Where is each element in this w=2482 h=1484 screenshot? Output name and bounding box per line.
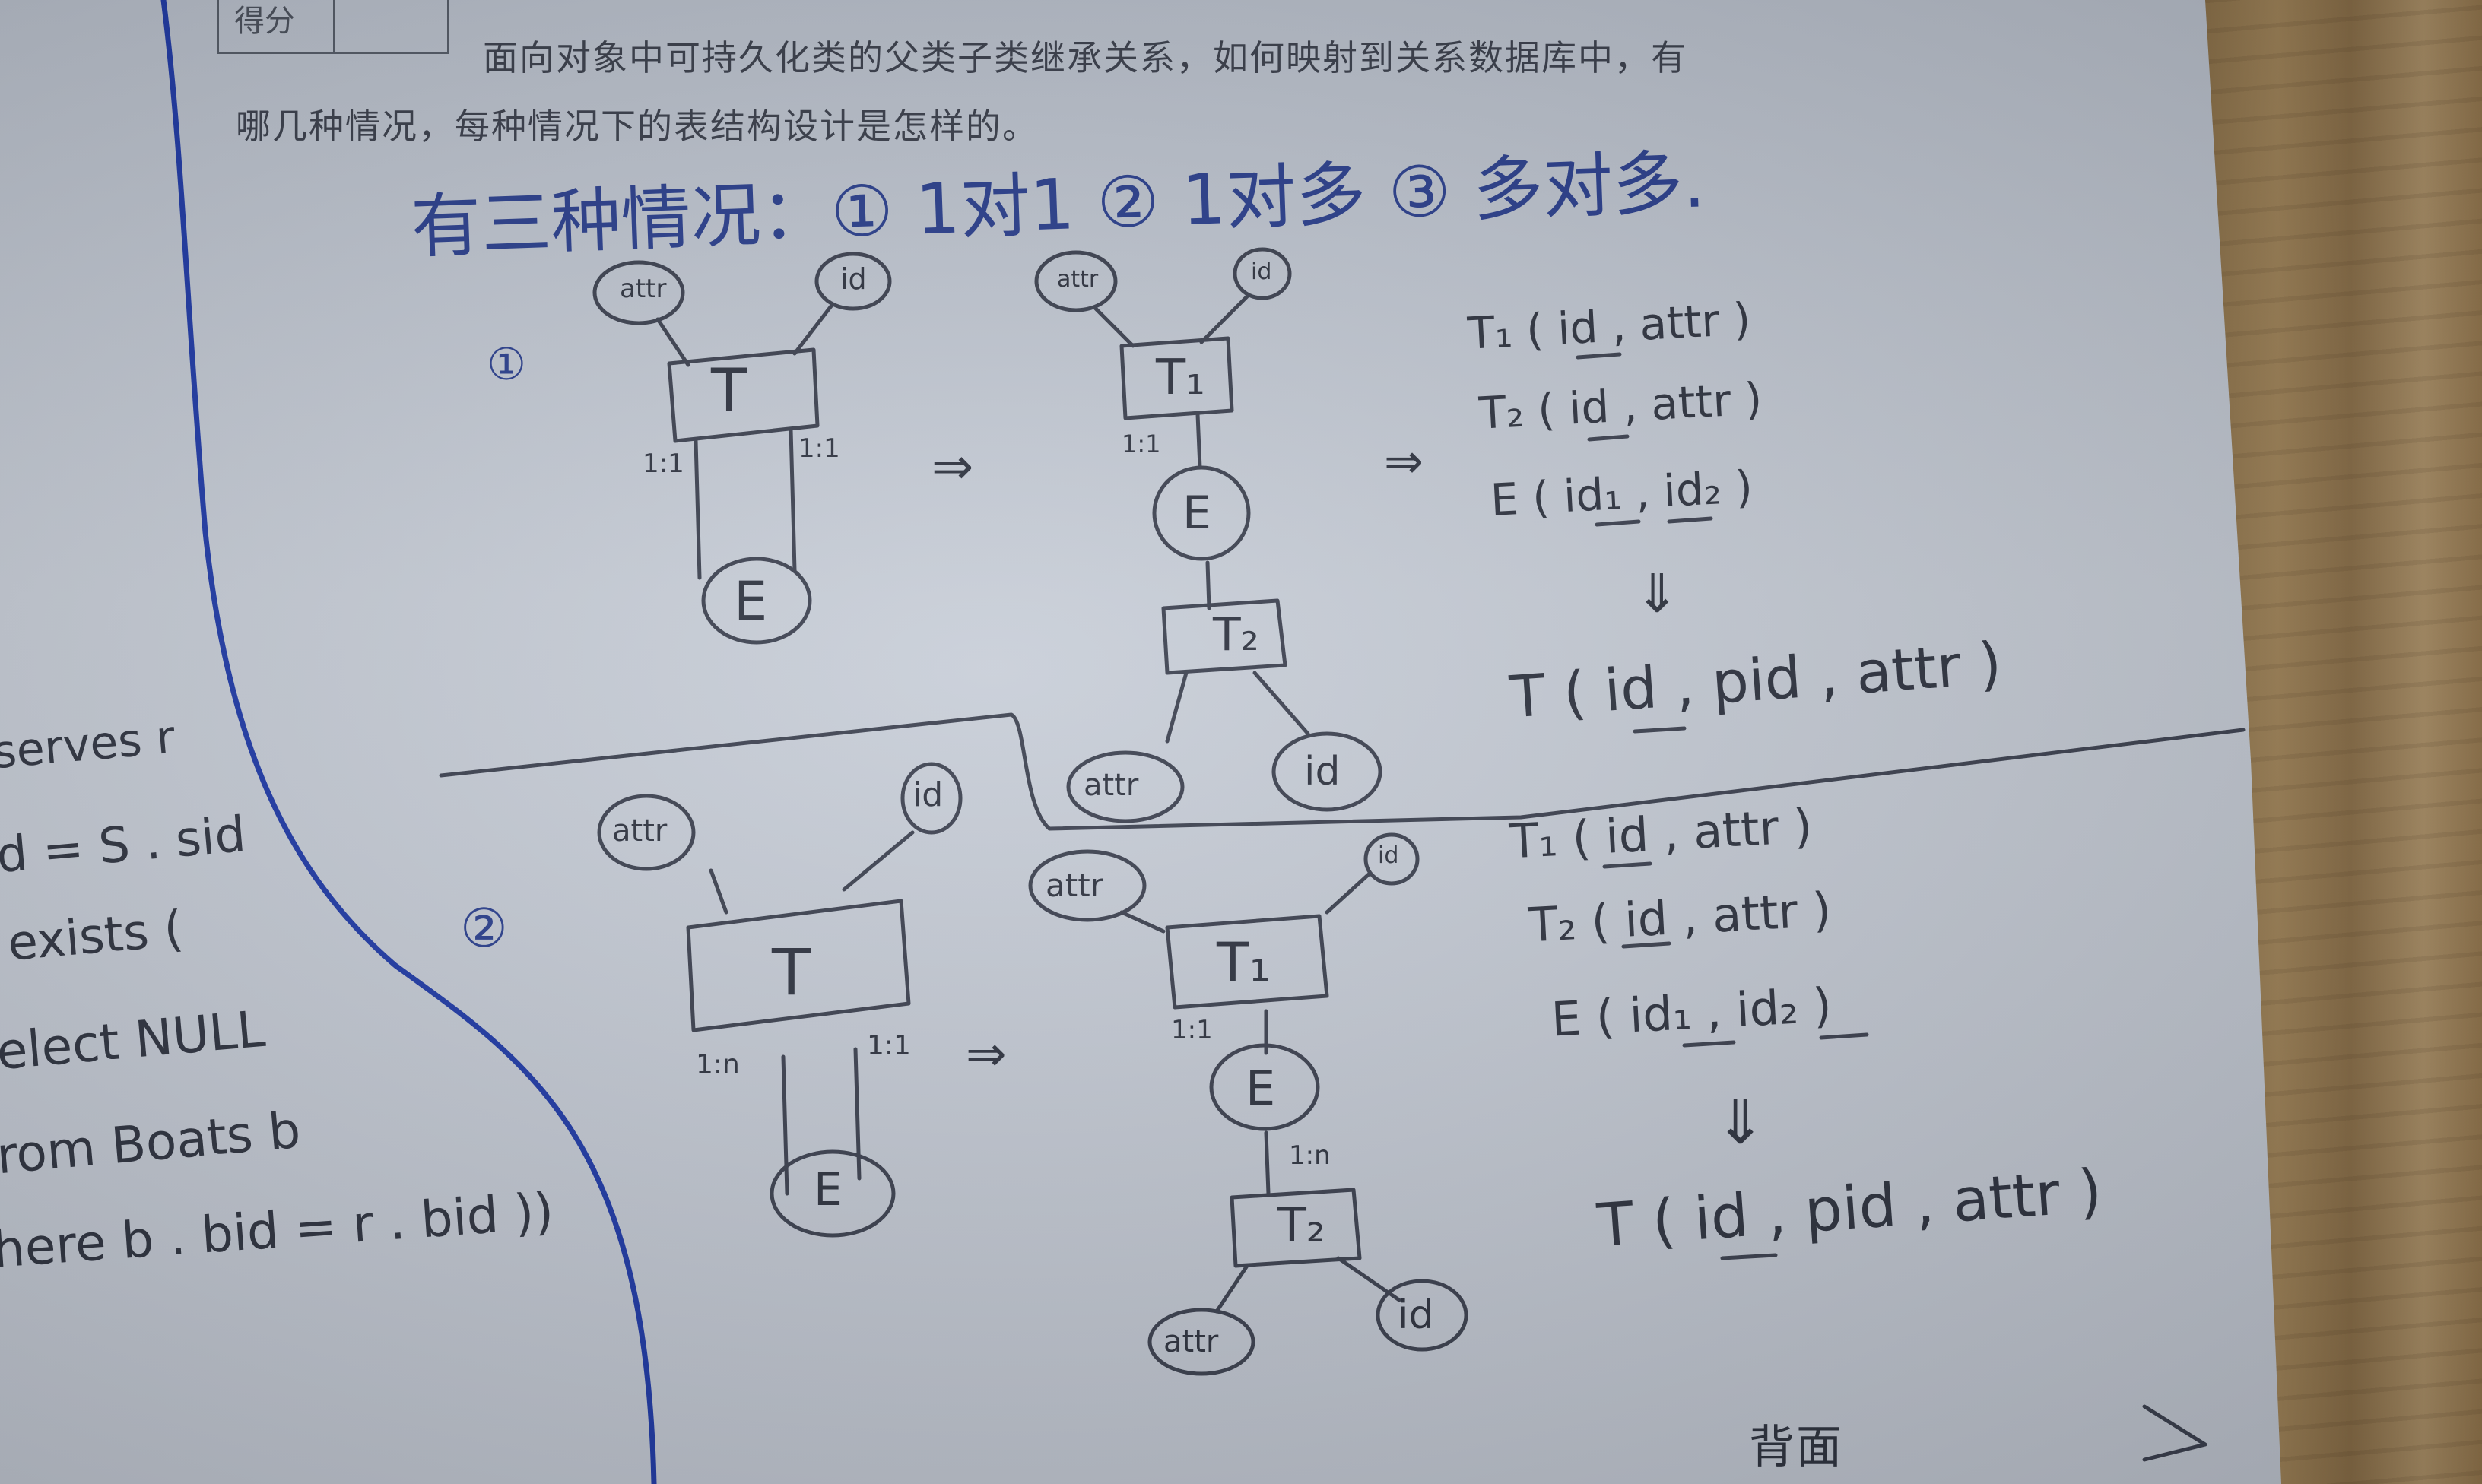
attr-node-1b xyxy=(1034,250,1118,312)
attr-node-1c xyxy=(1066,750,1185,823)
id-node-1c xyxy=(1271,731,1382,812)
cardinality-mid-2: 1:1 xyxy=(1171,1015,1213,1045)
cardinality-right-1: 1:1 xyxy=(798,433,840,464)
underline-merged-id xyxy=(1633,726,1687,734)
cardinality-right-2: 1:1 xyxy=(867,1030,911,1061)
attr-label-2c: attr xyxy=(1163,1324,1219,1359)
T1-label-2: T₁ xyxy=(1217,931,1271,994)
cardinality-left-1: 1:1 xyxy=(643,449,684,479)
id-label-2c: id xyxy=(1398,1292,1434,1338)
score-label: 得分 xyxy=(234,4,295,39)
underline-e-id2-2 xyxy=(1819,1032,1869,1040)
E-node-2b xyxy=(1209,1043,1320,1131)
E-label-2b: E xyxy=(1246,1061,1276,1116)
arrow-1b: ⇒ xyxy=(1384,433,1424,489)
question-line-1: 面向对象中可持久化类的父类子类继承关系，如何映射到关系数据库中，有 xyxy=(483,37,1687,78)
attr-label-1: attr xyxy=(620,274,667,304)
id-label-1: id xyxy=(840,262,867,296)
E-node-1b xyxy=(1152,465,1251,561)
id-node-1b xyxy=(1233,247,1292,300)
T2-box-1 xyxy=(1161,598,1287,675)
E-node-2 xyxy=(770,1149,896,1238)
cardinality-low-2: 1:n xyxy=(1289,1140,1331,1171)
E-label-1: E xyxy=(734,570,768,633)
entity-T-label-2: T xyxy=(772,935,811,1010)
attr-node-2c xyxy=(1147,1308,1255,1376)
entity-T-box-2 xyxy=(686,899,911,1032)
blue-margin-line xyxy=(160,0,657,1484)
cardinality-left-2: 1:n xyxy=(696,1049,740,1080)
T1-label-1: T₁ xyxy=(1156,350,1205,406)
underline-e-id1 xyxy=(1595,519,1641,527)
down-arrow-2: ⇓ xyxy=(1715,1087,1766,1158)
underline-t2-id-2 xyxy=(1621,941,1671,949)
id-label-2: id xyxy=(912,775,944,814)
paper-sheet xyxy=(0,0,2281,1484)
attr-node-1 xyxy=(592,260,685,325)
id-label-1c: id xyxy=(1304,749,1341,794)
underline-e-id1-2 xyxy=(1682,1040,1736,1048)
case-2-marker: ② xyxy=(460,897,508,959)
section-divider xyxy=(439,712,2246,831)
question-line-2: 哪几种情况，每种情况下的表结构设计是怎样的。 xyxy=(236,106,1039,147)
T2-label-1: T₂ xyxy=(1213,608,1259,661)
attr-label-1b: attr xyxy=(1057,266,1099,293)
entity-T-label-1: T xyxy=(711,357,747,426)
attr-node-2b xyxy=(1028,849,1147,922)
underline-merged-id-2 xyxy=(1720,1253,1778,1260)
T2-box-2 xyxy=(1230,1188,1362,1268)
entity-T-box-1 xyxy=(667,347,820,443)
T2-label-2: T₂ xyxy=(1278,1197,1325,1253)
id-label-2b: id xyxy=(1378,842,1399,869)
footer-arrow-icon xyxy=(2142,1404,2207,1462)
cardinality-mid-1: 1:1 xyxy=(1122,430,1161,458)
E-label-1b: E xyxy=(1182,487,1211,540)
id-node-2c xyxy=(1376,1279,1468,1352)
id-node-2b xyxy=(1363,832,1420,886)
underline-t1-id-2 xyxy=(1602,861,1652,869)
id-node-1 xyxy=(814,252,892,311)
id-node-2 xyxy=(900,762,963,835)
T1-box-2 xyxy=(1165,914,1329,1010)
attr-label-2: attr xyxy=(612,813,668,848)
underline-t2-id xyxy=(1587,434,1630,442)
E-node-1 xyxy=(701,556,812,645)
footer-text: 背面 xyxy=(1749,1421,1843,1474)
T1-box-1 xyxy=(1119,336,1234,420)
attr-label-2b: attr xyxy=(1046,867,1103,904)
score-box: 得分 xyxy=(217,0,449,54)
E-label-2: E xyxy=(814,1163,843,1216)
underline-e-id2 xyxy=(1667,516,1713,524)
underline-t1-id xyxy=(1576,352,1622,360)
attr-label-1c: attr xyxy=(1084,768,1139,803)
attr-node-2 xyxy=(597,794,696,871)
arrow-2: ⇒ xyxy=(966,1026,1007,1083)
case-1-marker: ① xyxy=(487,338,526,390)
down-arrow-1: ⇓ xyxy=(1635,563,1680,625)
arrow-1: ⇒ xyxy=(932,437,974,496)
id-label-1b: id xyxy=(1251,258,1272,285)
